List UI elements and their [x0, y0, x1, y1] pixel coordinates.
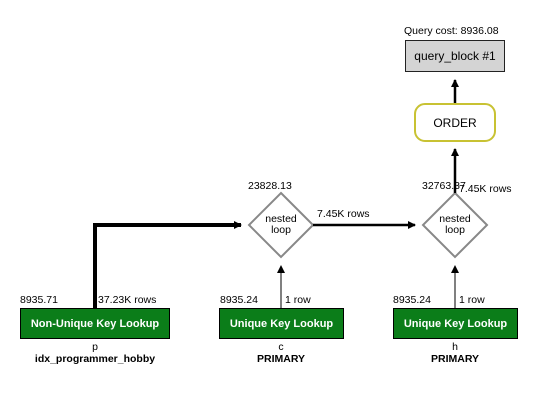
table-c-lookup-node[interactable]: Unique Key Lookup [219, 308, 344, 339]
table-h-rows: 1 row [459, 294, 485, 306]
query-cost-label: Query cost: 8936.08 [404, 25, 499, 37]
nested-loop-2-diamond[interactable] [421, 191, 489, 259]
nested-loop-2-text: nested loop [439, 214, 471, 236]
table-p-lookup-node[interactable]: Non-Unique Key Lookup [20, 308, 170, 339]
table-h-alias: h [452, 341, 458, 353]
nested-loop-2-line2: loop [445, 224, 465, 236]
nested-loop-1-rows: 7.45K rows [317, 208, 370, 220]
nested-loop-1-line2: loop [271, 224, 291, 236]
table-c-rows: 1 row [285, 294, 311, 306]
nested-loop-2-cost: 32763.37 [422, 180, 466, 192]
table-h-cost: 8935.24 [393, 294, 431, 306]
table-h-lookup-node[interactable]: Unique Key Lookup [393, 308, 518, 339]
nested-loop-1-text: nested loop [265, 214, 297, 236]
nested-loop-1-cost: 23828.13 [248, 180, 292, 192]
table-c-cost: 8935.24 [220, 294, 258, 306]
table-p-cost: 8935.71 [20, 294, 58, 306]
table-p-alias: p [92, 341, 98, 353]
edge-p-to-nested-loop-1 [93, 221, 242, 308]
nested-loop-2-rows: 7.45K rows [459, 183, 512, 195]
order-node[interactable]: ORDER [414, 103, 496, 142]
table-c-alias: c [278, 341, 284, 353]
query-block-node[interactable]: query_block #1 [405, 40, 505, 72]
table-h-key: PRIMARY [430, 353, 480, 365]
table-p-key: idx_programmer_hobby [34, 353, 156, 365]
nested-loop-1-diamond[interactable] [247, 191, 315, 259]
table-p-rows: 37.23K rows [98, 294, 157, 306]
table-c-key: PRIMARY [256, 353, 306, 365]
nested-loop-1-line1: nested [265, 213, 297, 225]
nested-loop-2-line1: nested [439, 213, 471, 225]
